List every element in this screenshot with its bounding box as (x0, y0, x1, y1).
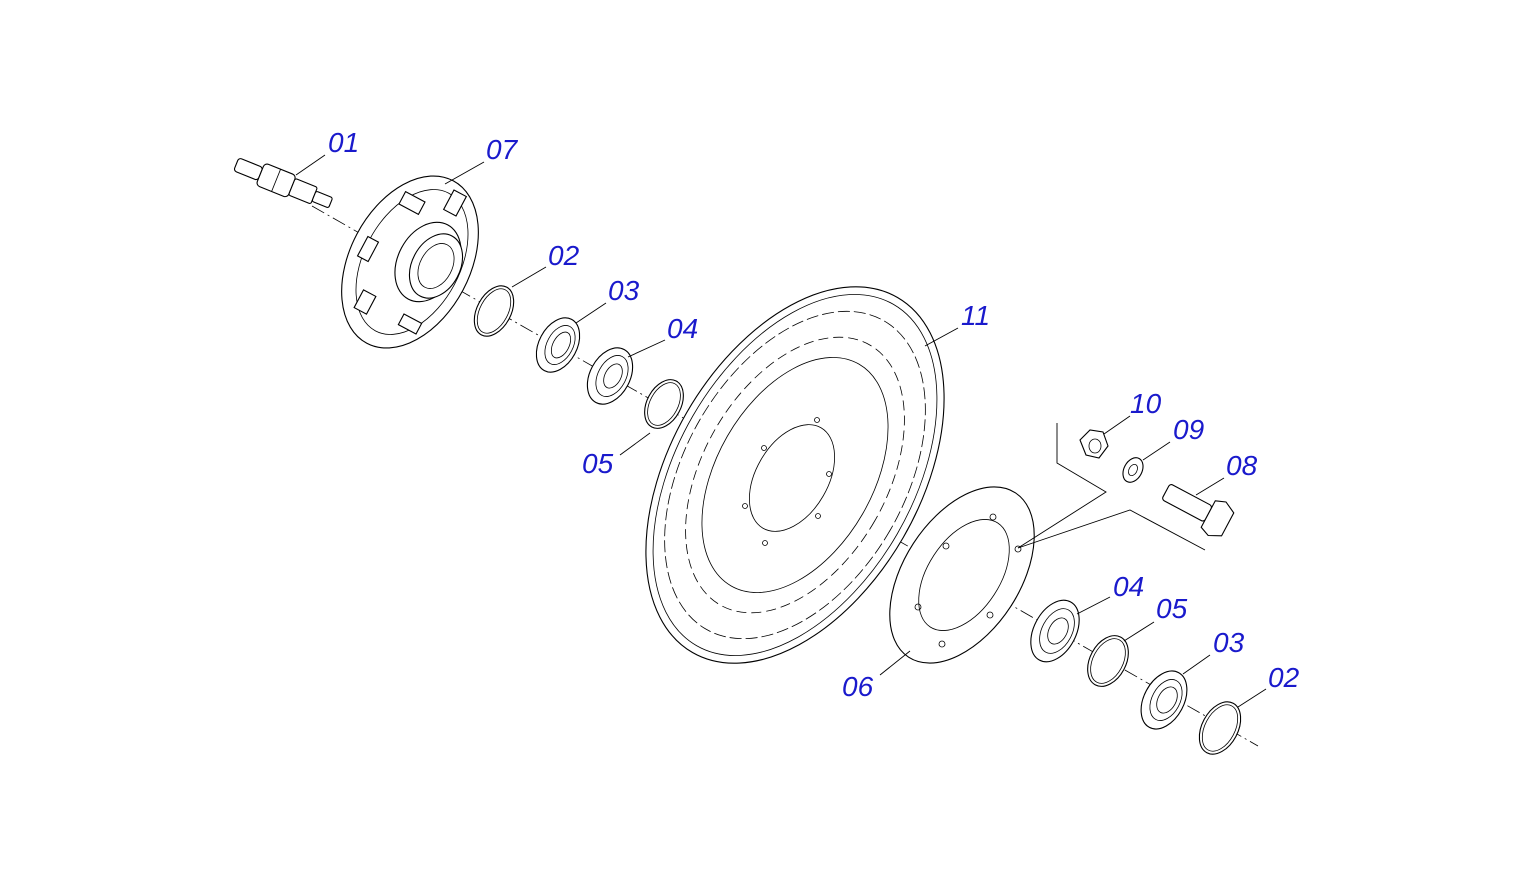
callout-03-lower: 03 (1213, 627, 1245, 658)
callout-02-upper: 02 (548, 240, 580, 271)
circlip-lower-part (1198, 701, 1242, 755)
callout-05-lower: 05 (1156, 593, 1188, 624)
circlip-upper-part (473, 285, 515, 337)
callout-02-lower: 02 (1268, 662, 1300, 693)
disc-part (645, 286, 945, 664)
lock-washer-part (1122, 457, 1144, 483)
callout-10: 10 (1130, 388, 1162, 419)
cover-plate-part (889, 486, 1035, 664)
callout-04-upper: 04 (667, 313, 698, 344)
seal-lower-part (1140, 670, 1188, 730)
callout-08: 08 (1226, 450, 1258, 481)
nut-part (1079, 429, 1109, 459)
washer-ring-lower-part (1087, 635, 1129, 687)
bolt-part (1162, 484, 1235, 537)
seal-upper-part (535, 317, 581, 373)
shaft-part (233, 158, 333, 208)
callout-07: 07 (486, 134, 519, 165)
callout-11: 11 (961, 300, 990, 331)
callout-04-lower: 04 (1113, 571, 1144, 602)
washer-ring-upper-part (644, 379, 684, 429)
callout-03-upper: 03 (608, 275, 640, 306)
fastener-bracket-leader (1017, 423, 1206, 551)
bearing-upper-part (586, 347, 634, 405)
callout-05-upper: 05 (582, 448, 614, 479)
callout-01-upper: 01 (328, 127, 359, 158)
callout-06: 06 (842, 671, 874, 702)
hub-flange-part (341, 175, 479, 349)
callout-labels: 01 07 02 03 04 05 11 10 09 08 04 05 03 0… (328, 127, 1300, 702)
callout-09: 09 (1173, 414, 1204, 445)
callout-leaders (295, 154, 1267, 708)
bearing-lower-part (1030, 599, 1080, 663)
